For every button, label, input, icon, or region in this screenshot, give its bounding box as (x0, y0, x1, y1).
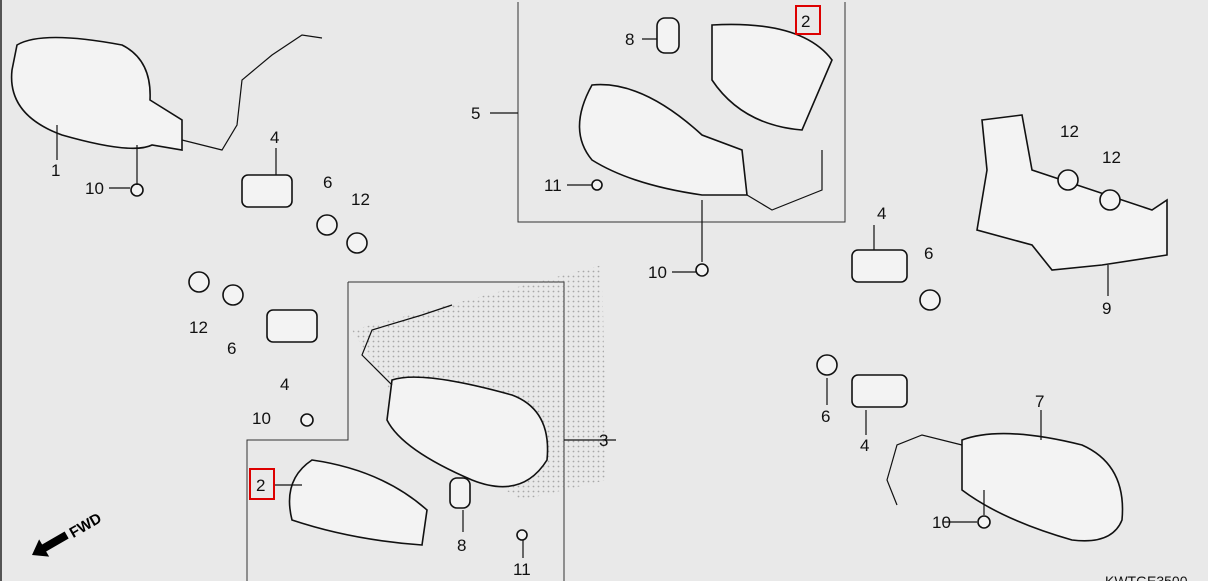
callout-4[interactable]: 4 (270, 128, 279, 147)
arrow-left-icon (32, 531, 69, 557)
callout-11[interactable]: 11 (513, 560, 531, 579)
callout-7[interactable]: 7 (1035, 392, 1044, 411)
callout-6[interactable]: 6 (821, 407, 830, 426)
diagram-code: KWTGE3500 (1105, 573, 1188, 581)
fwd-label: FWD (67, 510, 105, 542)
callout-10[interactable]: 10 (252, 409, 271, 428)
callout-2[interactable]: 2 (256, 476, 265, 495)
leader-lines (56, 38, 1109, 558)
small-parts (130, 169, 1121, 541)
highlight-box-2-top (795, 5, 821, 35)
callout-10[interactable]: 10 (932, 513, 951, 532)
turn-signal-lamp-1 (10, 34, 323, 151)
callout-6[interactable]: 6 (323, 173, 332, 192)
bracket-9 (976, 114, 1168, 271)
callout-labels: 2 8 5 11 10 1 10 4 6 12 12 6 4 10 2 8 11… (51, 12, 1121, 579)
assembly-5-box (517, 2, 846, 223)
callout-10[interactable]: 10 (648, 263, 667, 282)
callout-3[interactable]: 3 (599, 431, 608, 450)
callout-2[interactable]: 2 (801, 12, 810, 31)
callout-12[interactable]: 12 (351, 190, 370, 209)
callout-6[interactable]: 6 (227, 339, 236, 358)
callout-5[interactable]: 5 (471, 104, 480, 123)
callout-9[interactable]: 9 (1102, 299, 1111, 318)
callout-8[interactable]: 8 (625, 30, 634, 49)
callout-4[interactable]: 4 (877, 204, 886, 223)
callout-12[interactable]: 12 (1060, 122, 1079, 141)
forward-direction-indicator: FWD (32, 510, 105, 557)
callout-12[interactable]: 12 (189, 318, 208, 337)
callout-4[interactable]: 4 (860, 436, 869, 455)
turn-signal-lamp-3 (288, 304, 549, 546)
callout-1[interactable]: 1 (51, 161, 60, 180)
callout-6[interactable]: 6 (924, 244, 933, 263)
callout-4[interactable]: 4 (280, 375, 289, 394)
callout-11[interactable]: 11 (544, 176, 562, 195)
callout-8[interactable]: 8 (457, 536, 466, 555)
highlight-box-2-bottom (249, 468, 275, 500)
turn-signal-lamp-7 (886, 432, 1124, 542)
turn-signal-lamp-5 (578, 17, 833, 211)
bulb-8-top (656, 17, 680, 54)
bulb-8-bottom (449, 477, 471, 509)
callout-10[interactable]: 10 (85, 179, 104, 198)
callout-12[interactable]: 12 (1102, 148, 1121, 167)
